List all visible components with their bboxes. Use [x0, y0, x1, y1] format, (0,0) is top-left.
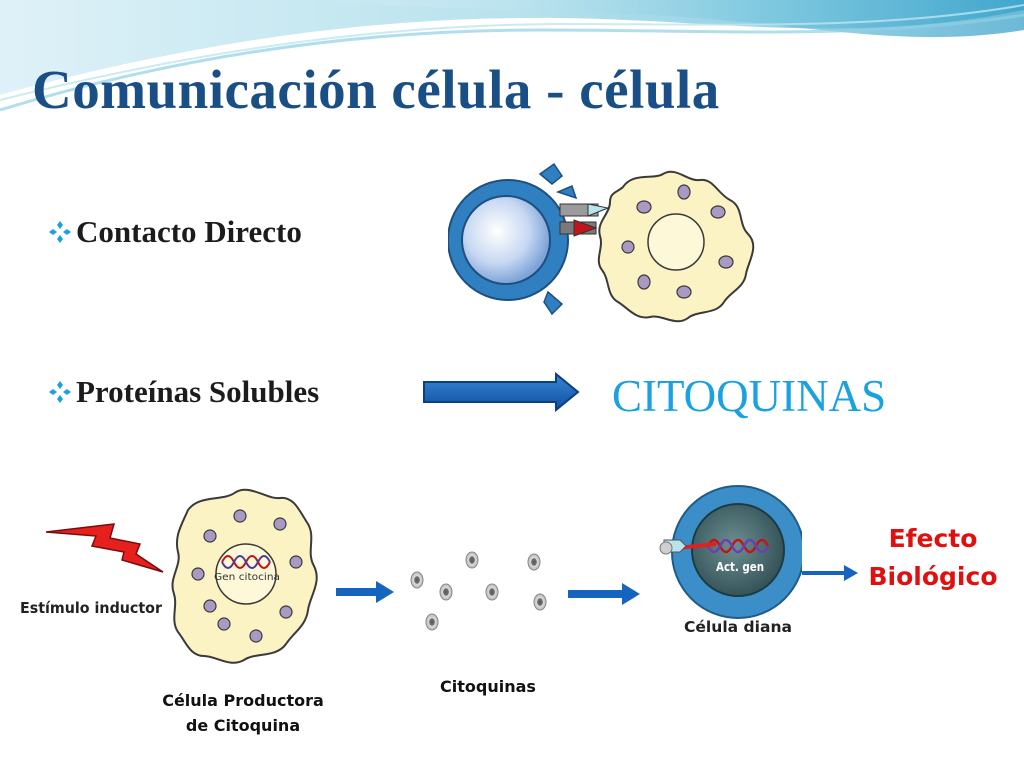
header-wave-decoration — [0, 0, 1024, 112]
citoquinas-heading: CITOQUINAS — [612, 371, 887, 421]
target-cell-label: Célula diana — [684, 618, 792, 636]
biological-effect-label: Efecto Biológico — [848, 520, 1018, 596]
producer-cell-panel: Estímulo inductor Gen citocina — [18, 482, 320, 672]
diamond-quad-icon — [49, 381, 71, 403]
diamond-quad-icon — [49, 221, 71, 243]
flow-arrow-2 — [568, 583, 640, 605]
bullet-contacto-directo: Contacto Directo — [48, 214, 302, 250]
effect-line: Biológico — [868, 562, 998, 591]
producer-cell-caption: Célula Productora de Citoquina — [138, 688, 348, 738]
target-gene-label: Act. gen — [716, 560, 764, 574]
target-cell-panel: Act. gen Célula diana — [656, 470, 802, 670]
caption-line: Célula Productora — [162, 691, 324, 710]
cytokines-panel — [402, 518, 552, 650]
nucleus — [647, 213, 705, 271]
lightning-bolt-icon — [45, 523, 164, 573]
flow-arrow-1 — [336, 581, 394, 603]
direct-contact-illustration — [448, 162, 755, 323]
bullet-proteinas-solubles: Proteínas Solubles — [48, 374, 319, 410]
bullet-label: Proteínas Solubles — [76, 374, 320, 409]
slide-title: Comunicación célula - célula — [32, 59, 720, 120]
bullet-label: Contacto Directo — [76, 214, 302, 249]
gene-label: Gen citocina — [214, 572, 280, 583]
flow-arrow-3 — [802, 565, 858, 581]
effect-line: Efecto — [888, 524, 978, 553]
arrow-to-citoquinas — [423, 372, 580, 412]
cytokines-caption: Citoquinas — [440, 677, 536, 696]
cytokine-molecules — [410, 551, 547, 631]
caption-line: de Citoquina — [185, 716, 301, 735]
stimulus-label: Estímulo inductor — [20, 599, 163, 617]
